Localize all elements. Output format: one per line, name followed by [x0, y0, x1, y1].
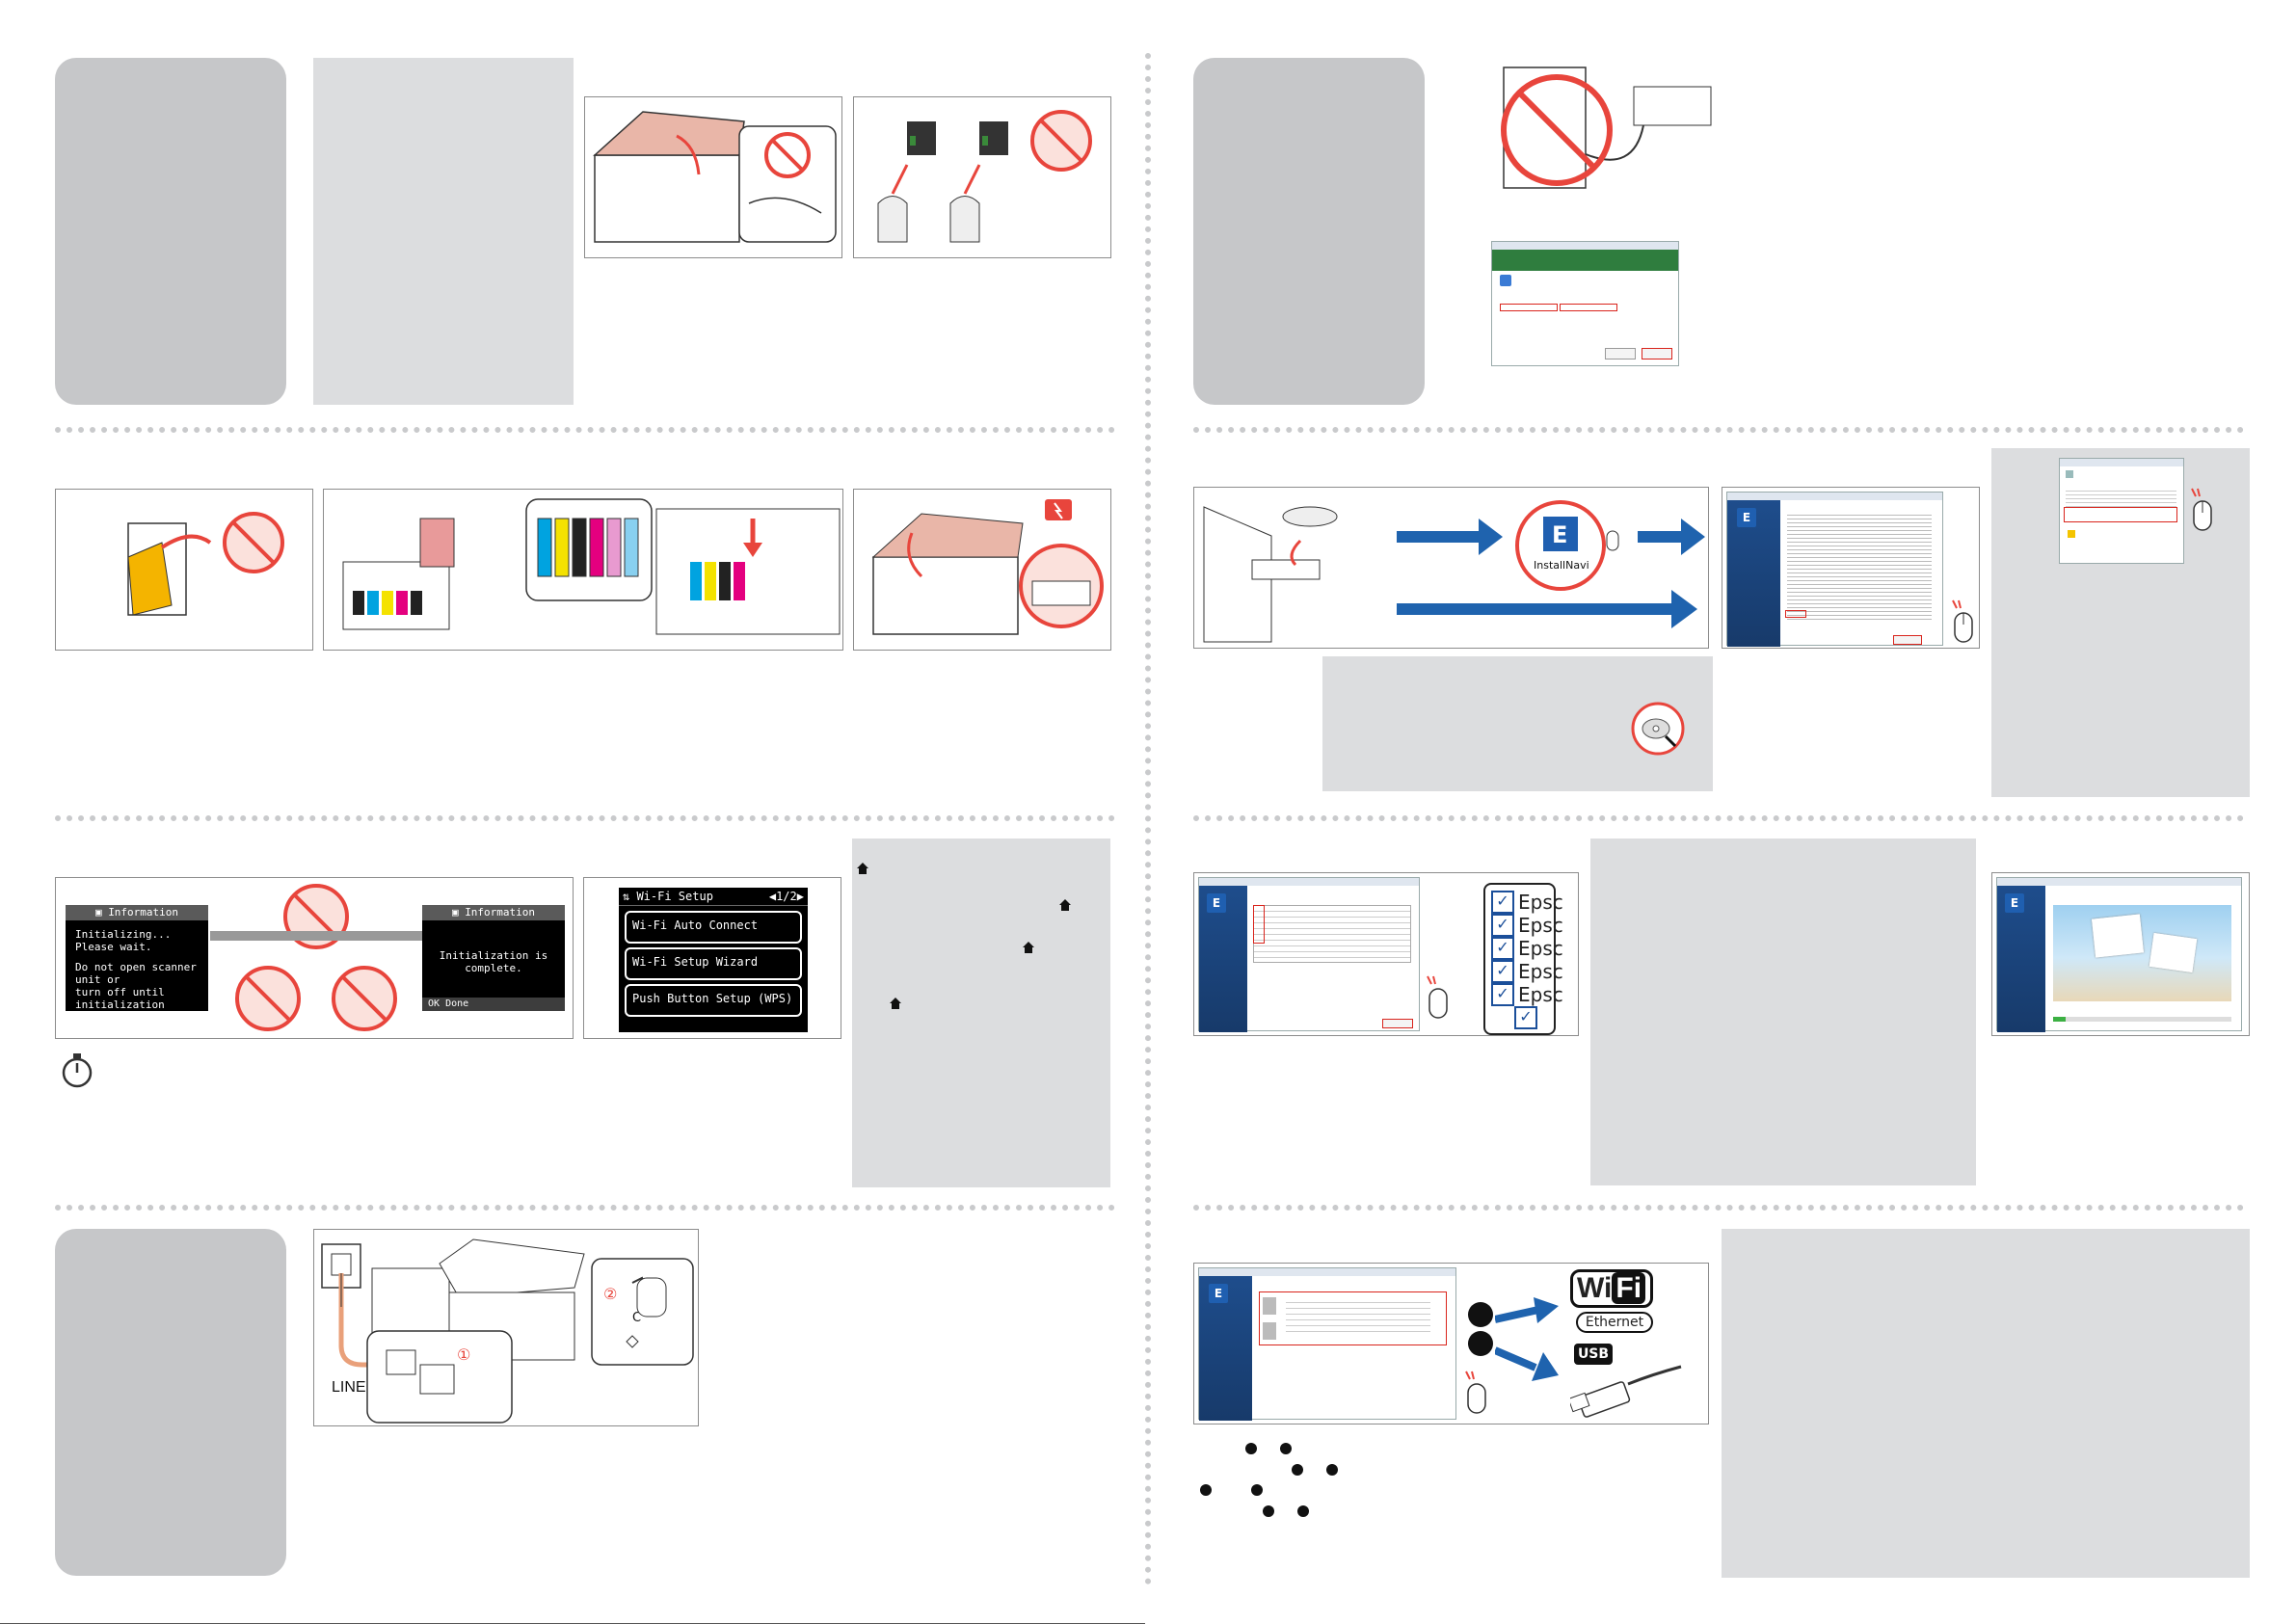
- note-box-connection: [1722, 1229, 2250, 1578]
- line-label: LINE: [332, 1379, 366, 1396]
- agree-radio[interactable]: [1785, 610, 1806, 618]
- checkbox-checked[interactable]: ✓: [1491, 960, 1514, 983]
- keep-blocking-button[interactable]: [1605, 348, 1636, 359]
- checkbox-checked[interactable]: ✓: [1491, 983, 1514, 1006]
- autoplay-dialog: [2059, 458, 2184, 564]
- section-tab-left-4: [55, 1229, 286, 1576]
- illustration-close-scanner: [853, 489, 1111, 651]
- note-box-left-1: [313, 58, 574, 405]
- unblock-button[interactable]: [1642, 348, 1672, 359]
- mouse-icon: [1606, 530, 1619, 551]
- section-tab-right-1: [1193, 58, 1425, 405]
- illustration-connect-phone-line: LINE ① ② C: [313, 1229, 699, 1426]
- wifi-icon: ⇅: [623, 890, 637, 903]
- c-button-label: C: [632, 1311, 641, 1325]
- home-icon: [890, 998, 901, 1009]
- run-installnavi-option[interactable]: [2064, 507, 2177, 522]
- bullet-dot: [1326, 1464, 1338, 1476]
- windows-firewall-dialog: [1491, 241, 1679, 366]
- checkbox-checked[interactable]: ✓: [1491, 914, 1514, 937]
- cd-icon: [1631, 702, 1685, 756]
- ok-icon: OK: [428, 998, 446, 1009]
- page-divider: [1145, 53, 1151, 1585]
- info-icon: ▣: [451, 906, 466, 918]
- mouse-icon: [1427, 975, 1448, 1019]
- mouse-icon: [1465, 1371, 1486, 1414]
- divider: [1193, 1205, 2244, 1211]
- checkbox-checked[interactable]: ✓: [1491, 937, 1514, 960]
- mouse-icon: [2191, 488, 2212, 531]
- illustration-license-agreement: E: [1722, 487, 1980, 649]
- stopwatch-icon: [61, 1052, 93, 1089]
- option-marker-1: [1468, 1302, 1493, 1327]
- svg-text:E: E: [1552, 521, 1567, 548]
- note-box-home-buttons: [852, 839, 1110, 1187]
- step-2-label: ②: [603, 1285, 617, 1303]
- illustration-select-software: E ✓Epsc ✓Epsc ✓Epsc ✓Epsc ✓Epsc ✓: [1193, 872, 1579, 1036]
- bullet-dot: [1251, 1484, 1263, 1496]
- checkbox-checked[interactable]: ✓: [1514, 1006, 1537, 1029]
- divider: [55, 427, 1115, 433]
- bullet-dot: [1297, 1505, 1309, 1517]
- prohibited-icon: [764, 132, 811, 178]
- bullet-dot: [1292, 1464, 1303, 1476]
- checkbox-zoom-callout: ✓Epsc ✓Epsc ✓Epsc ✓Epsc ✓Epsc ✓: [1483, 883, 1563, 1035]
- done-button[interactable]: OK Done: [422, 998, 565, 1011]
- illustration-wifi-setup-screen: ⇅ Wi-Fi Setup ◀1/2▶ Wi-Fi Auto Connect W…: [583, 877, 841, 1039]
- next-button[interactable]: [1893, 635, 1922, 645]
- home-icon: [1059, 899, 1071, 911]
- prohibited-icon: [1501, 74, 1613, 186]
- lcd-complete: ▣ Information Initialization is complete…: [422, 905, 565, 1011]
- checkbox-checked[interactable]: ✓: [1491, 891, 1514, 914]
- lcd-initializing: ▣ Information Initializing... Please wai…: [66, 905, 208, 1038]
- home-icon: [1023, 942, 1034, 953]
- note-box-autoplay: [1991, 448, 2250, 797]
- illustration-no-usb-connection: [1489, 58, 1716, 202]
- section-tab-left-1: [55, 58, 286, 405]
- bullet-dot: [1245, 1443, 1257, 1454]
- divider: [1193, 427, 2244, 433]
- ethernet-label: Ethernet: [1576, 1312, 1653, 1333]
- arrows: [1495, 1297, 1559, 1381]
- illustration-install-cartridges: [323, 489, 843, 651]
- page-indicator[interactable]: ◀1/2▶: [768, 890, 804, 903]
- usb-cable-icon: [1570, 1365, 1682, 1418]
- divider: [55, 815, 1115, 821]
- illustration-initialization: ▣ Information Initializing... Please wai…: [55, 877, 574, 1039]
- usb-label: USB: [1574, 1344, 1613, 1365]
- connection-options-highlight[interactable]: [1259, 1291, 1447, 1345]
- wifi-setup-wizard-option[interactable]: Wi-Fi Setup Wizard: [625, 947, 802, 980]
- note-box-software-list: [1590, 839, 1976, 1185]
- illustration-remove-yellow-tape: [55, 489, 313, 651]
- illustration-unpack-cartridges: [853, 96, 1111, 258]
- illustration-installing: E: [1991, 872, 2250, 1036]
- cd-icon: [1282, 506, 1338, 527]
- push-button-setup-option[interactable]: Push Button Setup (WPS): [625, 984, 802, 1017]
- step-1-label: ①: [457, 1345, 470, 1364]
- mouse-icon: [1952, 599, 1973, 643]
- info-icon: ▣: [94, 906, 109, 918]
- note-box-cd-autorun: [1322, 656, 1713, 791]
- option-marker-2: [1468, 1331, 1493, 1356]
- bullet-dot: [1200, 1484, 1212, 1496]
- installnavi-label: InstallNavi: [1534, 559, 1589, 572]
- lcd-wifi-setup: ⇅ Wi-Fi Setup ◀1/2▶ Wi-Fi Auto Connect W…: [619, 888, 808, 1032]
- home-icon: [857, 863, 868, 874]
- illustration-insert-cd: E InstallNavi: [1193, 487, 1709, 649]
- illustration-scanner-open-no-touch: [584, 96, 842, 258]
- bullet-dot: [1263, 1505, 1274, 1517]
- bullet-dot: [1280, 1443, 1292, 1454]
- install-button[interactable]: [1382, 1019, 1413, 1028]
- divider: [55, 1205, 1115, 1211]
- progress-bar: [2053, 1017, 2231, 1022]
- divider: [1193, 815, 2244, 821]
- wifi-auto-connect-option[interactable]: Wi-Fi Auto Connect: [625, 911, 802, 944]
